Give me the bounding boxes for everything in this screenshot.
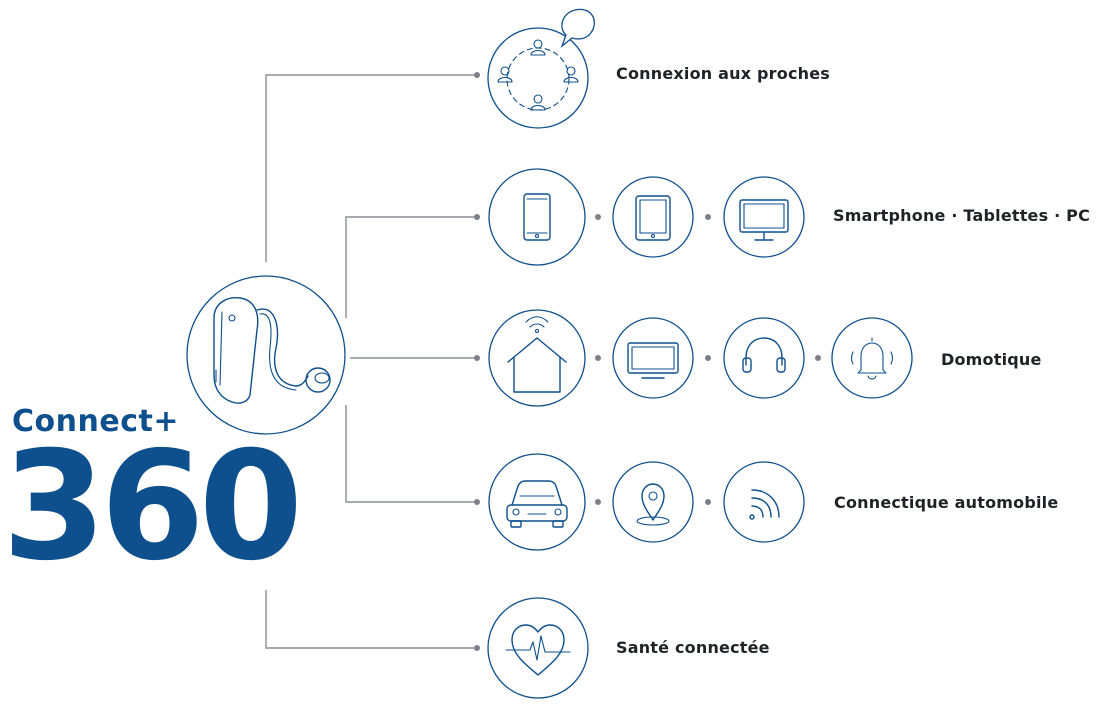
- tablet-icon: [612, 176, 694, 258]
- doorbell-icon: [831, 317, 913, 399]
- category-label-sante: Santé connectée: [616, 638, 770, 657]
- computer-monitor-icon: [723, 176, 805, 258]
- brand-title-line1: Connect+: [12, 404, 179, 439]
- category-label-automobile: Connectique automobile: [834, 493, 1059, 512]
- people-network-icon: [487, 8, 595, 129]
- heart-pulse-icon: [487, 597, 589, 699]
- connector-dots: [474, 72, 821, 651]
- smart-home-icon: [488, 309, 586, 407]
- smartphone-icon: [488, 168, 586, 266]
- category-label-devices: Smartphone · Tablettes · PC: [833, 206, 1091, 225]
- car-icon: [488, 453, 586, 551]
- television-icon: [612, 317, 694, 399]
- brand-title-line2: 360: [2, 420, 303, 594]
- wireless-signal-icon: [723, 461, 805, 543]
- location-pin-icon: [612, 461, 694, 543]
- headphones-icon: [723, 317, 805, 399]
- connector-lines: [265, 74, 477, 649]
- category-label-domotique: Domotique: [941, 350, 1042, 369]
- hearing-aid-icon: [186, 275, 346, 435]
- category-label-connexion: Connexion aux proches: [616, 64, 830, 83]
